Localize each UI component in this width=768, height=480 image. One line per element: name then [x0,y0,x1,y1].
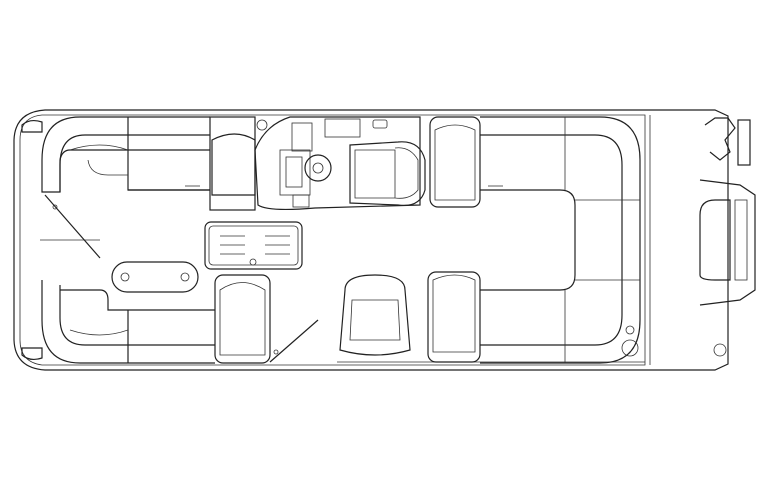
bow-lounge-port [41,280,215,364]
hull-outline [13,109,729,371]
bow-cleats [21,119,43,361]
helm-seat [349,141,426,207]
hatch-latch [120,272,130,282]
stern-lounge [480,116,641,364]
stern-seat-top [429,116,481,208]
steering-wheel-icon [304,154,332,182]
gate-hinge [52,204,58,210]
bow-lounge-starboard [41,116,210,193]
chair-port [339,274,411,356]
stern-seat-bottom [427,271,481,363]
bow-gate-port [269,319,319,363]
bow-gate-starboard [44,194,101,259]
helm-console [254,116,421,211]
table[interactable] [204,221,303,270]
hatch-latch [180,272,190,282]
storage-hatch [111,261,199,293]
gate-hinge [273,349,279,355]
stern-platform [699,117,756,357]
boarding-ladder[interactable] [737,119,751,166]
seat-forward-starboard [209,116,256,211]
seat-forward-port [214,274,271,364]
